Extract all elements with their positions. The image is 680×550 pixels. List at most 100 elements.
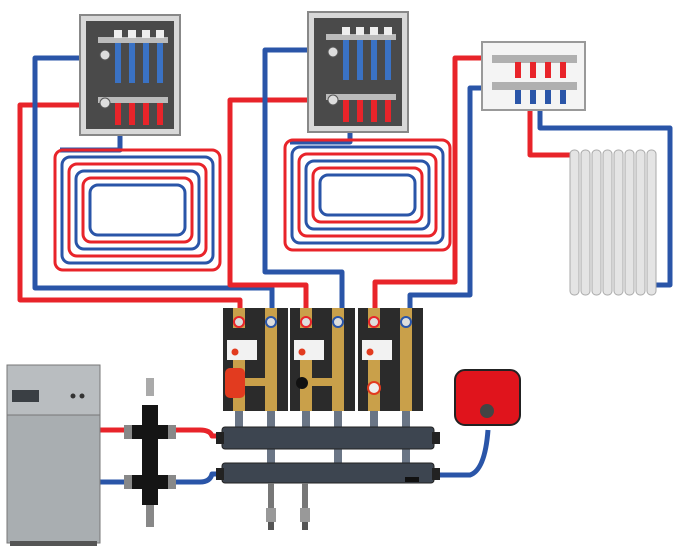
manifold-cabinet-2 <box>307 11 409 133</box>
thermometer <box>233 316 245 328</box>
circulation-pump <box>227 340 257 360</box>
gauge <box>99 49 111 61</box>
flow-meter <box>371 40 377 80</box>
boiler-button[interactable] <box>79 393 85 399</box>
manifold-bar <box>326 94 396 100</box>
floor-loop-pipe <box>60 155 215 265</box>
return-pipe-brass <box>265 308 277 411</box>
bypass <box>312 378 332 386</box>
thermometer <box>368 316 380 328</box>
valve-cap <box>370 27 378 35</box>
flow-meter <box>143 43 149 83</box>
hydraulic-separator <box>124 378 176 527</box>
manifold-bar <box>98 97 168 103</box>
gauge <box>99 97 111 109</box>
drain-valve[interactable] <box>300 483 310 530</box>
floor-loop-pipe <box>318 173 417 217</box>
radiator-valve <box>560 62 566 78</box>
floor-loop-pipe <box>53 148 222 272</box>
radiator-valve <box>560 90 566 104</box>
floor-heating-loop-1 <box>53 148 222 272</box>
distribution-collector <box>216 426 440 530</box>
drain-valve[interactable] <box>266 483 276 530</box>
floor-loop-pipe <box>88 183 187 237</box>
radiator <box>569 149 657 296</box>
radiator-manifold <box>481 41 586 111</box>
cabinet2-to-loop-pipe <box>290 132 353 145</box>
return-pipe-radiators <box>407 85 485 310</box>
circulation-pump <box>294 340 324 360</box>
pump-group <box>290 308 355 464</box>
ball-valve <box>367 381 381 395</box>
valve-cap <box>128 30 136 38</box>
radiator-section <box>624 149 635 296</box>
boiler-supply-pipe <box>100 427 225 439</box>
floor-loop-pipe <box>290 145 445 245</box>
floor-loop-pipe <box>74 169 201 251</box>
valve-cap <box>356 27 364 35</box>
flow-meter <box>343 40 349 80</box>
outlet <box>385 100 391 122</box>
flow-meter <box>357 40 363 80</box>
floor-loop-pipe <box>67 162 208 258</box>
radiator-return-pipe <box>537 100 673 288</box>
outlet <box>129 103 135 125</box>
flow-meter <box>115 43 121 83</box>
thermometer <box>332 316 344 328</box>
collector-connector <box>302 411 310 428</box>
radiator-section <box>569 149 580 296</box>
thermometer <box>400 316 412 328</box>
outlet <box>371 100 377 122</box>
valve-cap <box>142 30 150 38</box>
radiator-valve <box>515 90 521 104</box>
valve-cap <box>384 27 392 35</box>
radiator-valve <box>545 62 551 78</box>
floor-loop-pipe <box>304 159 431 231</box>
supply-pipe-floor-1 <box>17 102 243 310</box>
radiator-section <box>646 149 657 296</box>
radiator-valve <box>530 90 536 104</box>
radiator-section <box>591 149 602 296</box>
return-pipe-floor-2 <box>262 47 345 310</box>
radiator-supply-pipe <box>527 100 570 158</box>
floor-heating-loop-2 <box>283 138 452 252</box>
manifold-cabinet-1 <box>79 14 181 136</box>
boiler-button[interactable] <box>70 393 76 399</box>
pump-group <box>358 308 423 464</box>
floor-loop-pipe <box>283 138 452 252</box>
expansion-tank-pipe <box>435 429 491 478</box>
outlet <box>357 100 363 122</box>
pump-indicator <box>231 348 239 356</box>
return-pipe-floor-1 <box>32 55 275 310</box>
gauge <box>327 46 339 58</box>
radiator-section <box>580 149 591 296</box>
outlet <box>143 103 149 125</box>
pump-indicator <box>366 348 374 356</box>
floor-loop-pipe <box>297 152 438 238</box>
radiator-valve <box>515 62 521 78</box>
manifold-bar <box>98 37 168 43</box>
cabinet1-to-loop-pipe <box>60 135 123 153</box>
radiator-section <box>602 149 613 296</box>
flow-meter <box>385 40 391 80</box>
outlet <box>343 100 349 122</box>
pump-group <box>223 308 288 464</box>
pump-indicator <box>298 348 306 356</box>
thermometer <box>300 316 312 328</box>
floor-loop-pipe <box>81 176 194 244</box>
collector-connector <box>370 411 378 428</box>
boiler <box>6 364 101 546</box>
floor-loop-pipe <box>311 166 424 224</box>
boiler-display <box>12 390 39 402</box>
radiator-valve <box>545 90 551 104</box>
boiler-return-pipe <box>100 471 225 485</box>
valve-cap <box>114 30 122 38</box>
flow-meter <box>129 43 135 83</box>
flow-meter <box>157 43 163 83</box>
supply-pipe-floor-2 <box>227 97 310 310</box>
pipes <box>17 47 673 485</box>
expansion-tank <box>454 369 521 426</box>
outlet <box>115 103 121 125</box>
return-pipe-brass <box>400 308 412 411</box>
